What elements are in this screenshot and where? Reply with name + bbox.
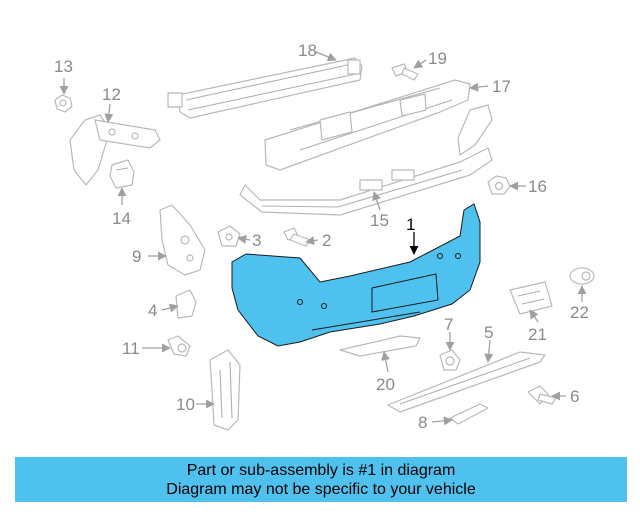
part-22-sensor-housing[interactable]	[569, 267, 595, 285]
part-4-small-bracket[interactable]	[175, 289, 197, 319]
callout-15: 15	[370, 211, 389, 230]
part-17-energy-absorber[interactable]	[264, 79, 493, 171]
part-10-vertical-bracket[interactable]	[209, 349, 241, 431]
callout-7: 7	[444, 315, 453, 334]
part-16-nut[interactable]	[487, 175, 511, 195]
callout-1: 1	[406, 215, 415, 234]
part-15-lower-carrier[interactable]	[239, 147, 493, 216]
part-11-bolt[interactable]	[167, 335, 191, 357]
part-5-lower-strip[interactable]	[387, 351, 546, 413]
banner-line-disclaimer: Diagram may not be specific to your vehi…	[166, 480, 476, 498]
callout-2: 2	[322, 231, 331, 250]
part-21-license-bracket[interactable]	[509, 281, 553, 315]
callout-9: 9	[132, 247, 141, 266]
callout-22: 22	[570, 303, 589, 322]
part-7-sensor[interactable]	[439, 349, 461, 371]
callout-21: 21	[528, 325, 547, 344]
part-20-trim[interactable]	[339, 335, 421, 357]
callout-12: 12	[102, 85, 121, 104]
part-3-clip[interactable]	[217, 225, 241, 247]
part-1-bumper-cover[interactable]	[231, 203, 481, 347]
banner-line-part: Part or sub-assembly is #1 in diagram	[186, 461, 456, 479]
part-2-screw[interactable]	[283, 227, 311, 247]
part-13-nut[interactable]	[54, 94, 73, 113]
callout-11: 11	[122, 339, 140, 358]
part-19-screw[interactable]	[391, 63, 419, 81]
part-6-screw[interactable]	[527, 385, 557, 405]
callout-4: 4	[148, 301, 157, 320]
callout-14: 14	[112, 209, 131, 228]
parts-diagram: 1 2 3 4 5 6 7 8 9 10 11 12 13 14 15 16 1…	[54, 41, 595, 432]
callout-10: 10	[176, 395, 195, 414]
info-banner: Part or sub-assembly is #1 in diagram Di…	[15, 457, 627, 502]
callout-13: 13	[54, 57, 73, 76]
part-9-guide-bracket[interactable]	[159, 204, 206, 276]
callout-16: 16	[528, 177, 547, 196]
callout-6: 6	[570, 387, 579, 406]
callout-3: 3	[252, 231, 261, 250]
part-12-side-bracket[interactable]	[69, 114, 161, 186]
callout-8: 8	[418, 413, 427, 432]
part-8-clip-strip[interactable]	[449, 403, 489, 425]
callout-20: 20	[376, 375, 395, 394]
callout-19: 19	[428, 49, 447, 68]
callout-18: 18	[298, 41, 317, 60]
callout-5: 5	[484, 323, 493, 342]
callout-17: 17	[492, 77, 511, 96]
part-14-clip[interactable]	[109, 159, 135, 189]
part-18-reinforcement-bar[interactable]	[167, 57, 363, 119]
